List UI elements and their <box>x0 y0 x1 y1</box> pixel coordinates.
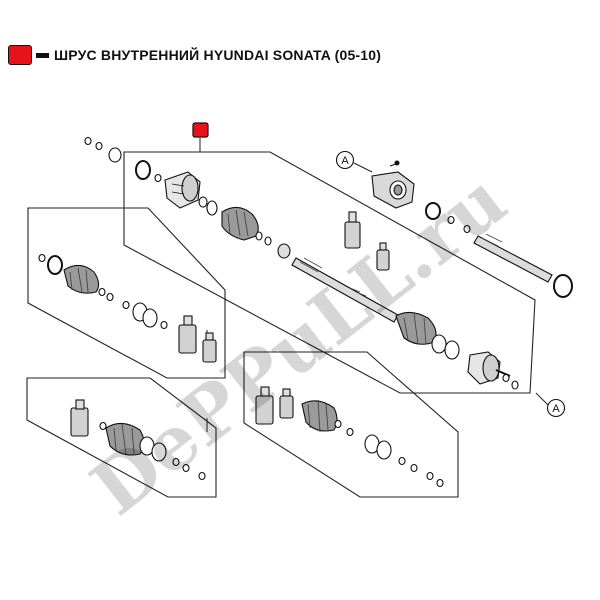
inner-boot <box>221 206 259 241</box>
ring-part <box>447 215 455 225</box>
ring-part <box>198 196 208 208</box>
grease-tube-large <box>344 211 361 249</box>
bearing-bracket <box>371 171 415 209</box>
ring-part <box>95 141 103 151</box>
circlip-part <box>108 147 122 163</box>
intermediate-shaft <box>473 233 553 283</box>
dust-seal-part <box>553 274 573 298</box>
legend-text: ШРУС ВНУТРЕННИЙ HYUNDAI SONATA (05-10) <box>54 47 382 63</box>
clamp-ring-part <box>431 334 447 354</box>
clamp-ring-part <box>206 200 218 216</box>
legend-red-marker <box>8 45 32 65</box>
outer-boot <box>395 311 437 345</box>
ring-part <box>255 231 263 241</box>
highlight-marker-inner-cv-joint <box>192 122 209 138</box>
boot-kit-boot-3 <box>301 399 338 433</box>
panel-left-bottom-outline <box>26 377 217 498</box>
boot-kit-grease-large <box>178 315 197 354</box>
left-bottom-panel-parts <box>70 399 206 481</box>
panel-main-outline <box>123 151 536 394</box>
legend: ШРУС ВНУТРЕННИЙ HYUNDAI SONATA (05-10) <box>8 42 381 68</box>
grease-tube-small <box>376 242 390 271</box>
clamp-ring-part <box>444 340 460 360</box>
ring-part <box>154 173 162 183</box>
right-bottom-panel-parts <box>255 386 444 488</box>
boot-kit-boot <box>63 264 100 294</box>
ring-part <box>463 224 471 234</box>
panel-left-top-outline <box>27 207 226 379</box>
ring-part <box>511 380 519 390</box>
callout-a-bottom: A <box>546 398 566 418</box>
panel-right-bottom-outline <box>243 351 459 498</box>
ring-part <box>264 236 272 246</box>
boot-kit-grease-large-3 <box>255 386 274 425</box>
leader-line-callout-a-top <box>353 162 373 173</box>
ring-part <box>84 136 92 146</box>
ring-part <box>502 373 510 383</box>
legend-dash <box>36 52 49 58</box>
main-assembly-parts <box>84 136 519 390</box>
left-top-panel-parts <box>38 253 217 363</box>
callout-a-bottom-label: A <box>552 403 560 415</box>
boot-kit-grease-small <box>202 332 217 363</box>
boot-kit-grease-large-2 <box>70 399 89 437</box>
intermediate-shaft-parts <box>371 160 573 298</box>
bearing-ring-part <box>425 202 441 220</box>
boot-kit-grease-small-3 <box>279 388 294 419</box>
callout-a-top-label: A <box>341 155 349 167</box>
inner-cv-joint-housing <box>164 171 201 209</box>
callout-a-top: A <box>335 150 355 170</box>
leader-line-callout-a-bottom <box>535 392 549 406</box>
drive-shaft <box>291 257 399 323</box>
bolt-head-part <box>394 160 400 166</box>
outer-cv-joint <box>467 351 511 385</box>
seal-ring-part <box>135 160 151 180</box>
sleeve-part <box>277 243 291 259</box>
